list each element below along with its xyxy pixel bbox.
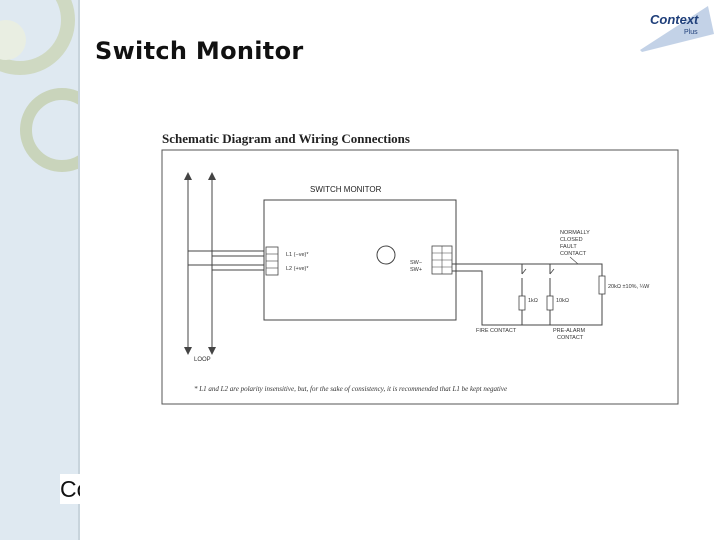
switch-monitor-label: SWITCH MONITOR (310, 185, 382, 194)
switch-monitor-box (263, 199, 457, 321)
slide-title: Switch Monitor (95, 37, 304, 65)
logo-sub-text: Plus (684, 29, 698, 36)
resistor-10k-label: 10kΩ (556, 298, 569, 304)
output-wires (452, 263, 603, 326)
fault-contact-line-3: FAULT (560, 244, 577, 250)
fire-contact-label: FIRE CONTACT (476, 328, 517, 334)
terminal-sw-plus-label: SW+ (410, 267, 422, 273)
diagram-heading: Schematic Diagram and Wiring Connections (162, 131, 410, 146)
fault-contact-line-2: CLOSED (560, 237, 583, 243)
fault-contact-line-4: CONTACT (560, 251, 587, 257)
context-plus-logo: Context Plus (640, 6, 714, 52)
terminal-l1-label: L1 (−ve)* (286, 252, 309, 258)
resistor-10k (546, 295, 554, 311)
left-sidebar-decoration (0, 0, 78, 540)
prealarm-contact-line-2: CONTACT (557, 335, 584, 341)
schematic-diagram: Schematic Diagram and Wiring Connections… (161, 131, 679, 405)
resistor-1k-label: 1kΩ (528, 298, 538, 304)
terminal-sw-minus-label: SW− (410, 260, 422, 266)
diagram-footnote: * L1 and L2 are polarity insensitive, bu… (194, 385, 507, 393)
prealarm-contact-line-1: PRE-ALARM (553, 328, 586, 334)
loop-arrowheads (184, 172, 216, 355)
contact-switches (521, 268, 555, 275)
fault-contact-line-1: NORMALLY (560, 230, 590, 236)
terminal-l2-label: L2 (+ve)* (286, 266, 309, 272)
sidebar-divider (78, 0, 80, 540)
led-indicator (376, 245, 396, 265)
ring-decoration (0, 0, 78, 172)
loop-label: LOOP (194, 357, 211, 363)
loop-wires (187, 176, 264, 351)
resistor-20k-label: 20kΩ ±10%, ¼W (608, 284, 650, 290)
footer-text-fragment: Co (60, 474, 80, 504)
resistor-20k (598, 275, 606, 295)
logo-main-text: Context (650, 12, 699, 27)
fault-contact-pointer (569, 256, 579, 265)
left-terminal-block (265, 246, 279, 276)
right-terminal-block (431, 245, 453, 275)
resistor-1k (518, 295, 526, 311)
